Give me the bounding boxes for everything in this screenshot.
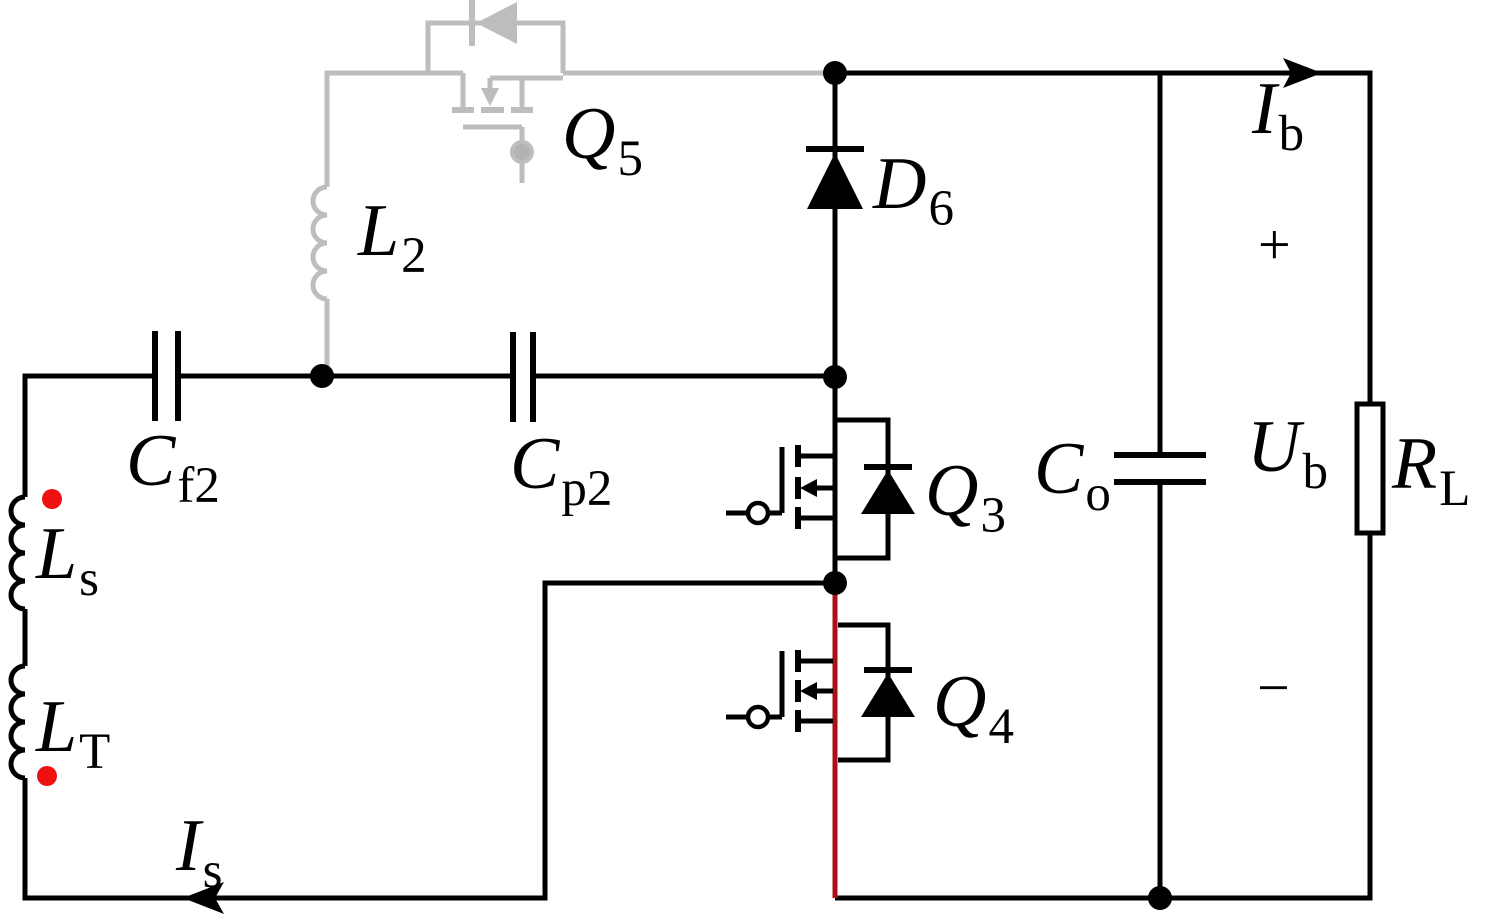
polarity-dots: [37, 489, 62, 786]
label-lt: LT: [36, 686, 111, 780]
label-q3: Q3: [925, 450, 1006, 544]
junction-dot-l2-node: [310, 364, 334, 388]
label-is-current: Is: [176, 805, 223, 899]
q3-gate-terminal-circle: [745, 500, 771, 526]
q4-mosfet: [726, 622, 915, 763]
label-co: Co: [1034, 428, 1111, 522]
label-rl-load: RL: [1392, 423, 1471, 517]
lt-inductor-coil: [8, 663, 26, 781]
label-l2: L2: [358, 190, 427, 284]
q5-body-diode-triangle: [476, 2, 517, 44]
ls-inductor-coil: [8, 494, 26, 612]
junction-dot-bottom: [1148, 886, 1172, 910]
lt-polarity-dot: [37, 766, 57, 786]
junction-dot-midpoint: [823, 571, 847, 595]
label-ib-current: Ib: [1252, 68, 1305, 162]
q4-body-diode-triangle: [861, 673, 915, 717]
rl-resistor-body: [1354, 401, 1386, 536]
q5-left-rail-wire: [324, 70, 463, 187]
d6-diode: [806, 146, 864, 209]
plus-polarity-sign: +: [1258, 212, 1291, 277]
label-ub-voltage: Ub: [1247, 406, 1328, 500]
cp2-capacitor-plates: [510, 332, 536, 422]
label-d6: D6: [873, 143, 954, 237]
q3-body-arrow-head: [800, 479, 817, 497]
junction-dots: [310, 61, 1172, 910]
q3-body-diode-triangle: [861, 470, 915, 514]
active-wires: [8, 70, 1373, 901]
right-bottom-wire: [835, 533, 1373, 901]
is-current-arrow: [183, 882, 224, 914]
junction-dot-top: [823, 61, 847, 85]
d6-triangle: [807, 153, 863, 209]
q4-body-arrow-head: [800, 682, 817, 700]
junction-dot-d6-node: [823, 365, 847, 389]
bottom-left-loop-wire: [22, 580, 833, 901]
minus-polarity-sign: −: [1257, 655, 1290, 720]
q5-substrate-arrow-head: [481, 88, 499, 106]
label-ls: Ls: [36, 513, 100, 607]
ls-polarity-dot: [42, 489, 62, 509]
label-cp2: Cp2: [510, 423, 613, 517]
l2-inductor-coil: [310, 184, 328, 302]
q5-gate-electrode: [463, 124, 525, 142]
label-cf2: Cf2: [126, 420, 220, 514]
capacitor-plates: [152, 331, 1206, 485]
top-rail-wire: [835, 70, 1373, 404]
label-q5: Q5: [562, 93, 643, 187]
cf2-left-wire: [22, 373, 155, 497]
ib-current-arrow: [1283, 58, 1322, 88]
cf2-capacitor-plates: [152, 331, 181, 421]
label-q4: Q4: [933, 661, 1014, 755]
q5-gate-terminal-circle: [510, 140, 534, 164]
q4-gate-terminal-circle: [745, 704, 771, 730]
q3-mosfet: [726, 417, 915, 561]
inactive-branch-q5-l2: [310, 0, 833, 371]
q5-source-link-wire: [490, 75, 563, 108]
co-capacitor-plates: [1114, 452, 1206, 485]
